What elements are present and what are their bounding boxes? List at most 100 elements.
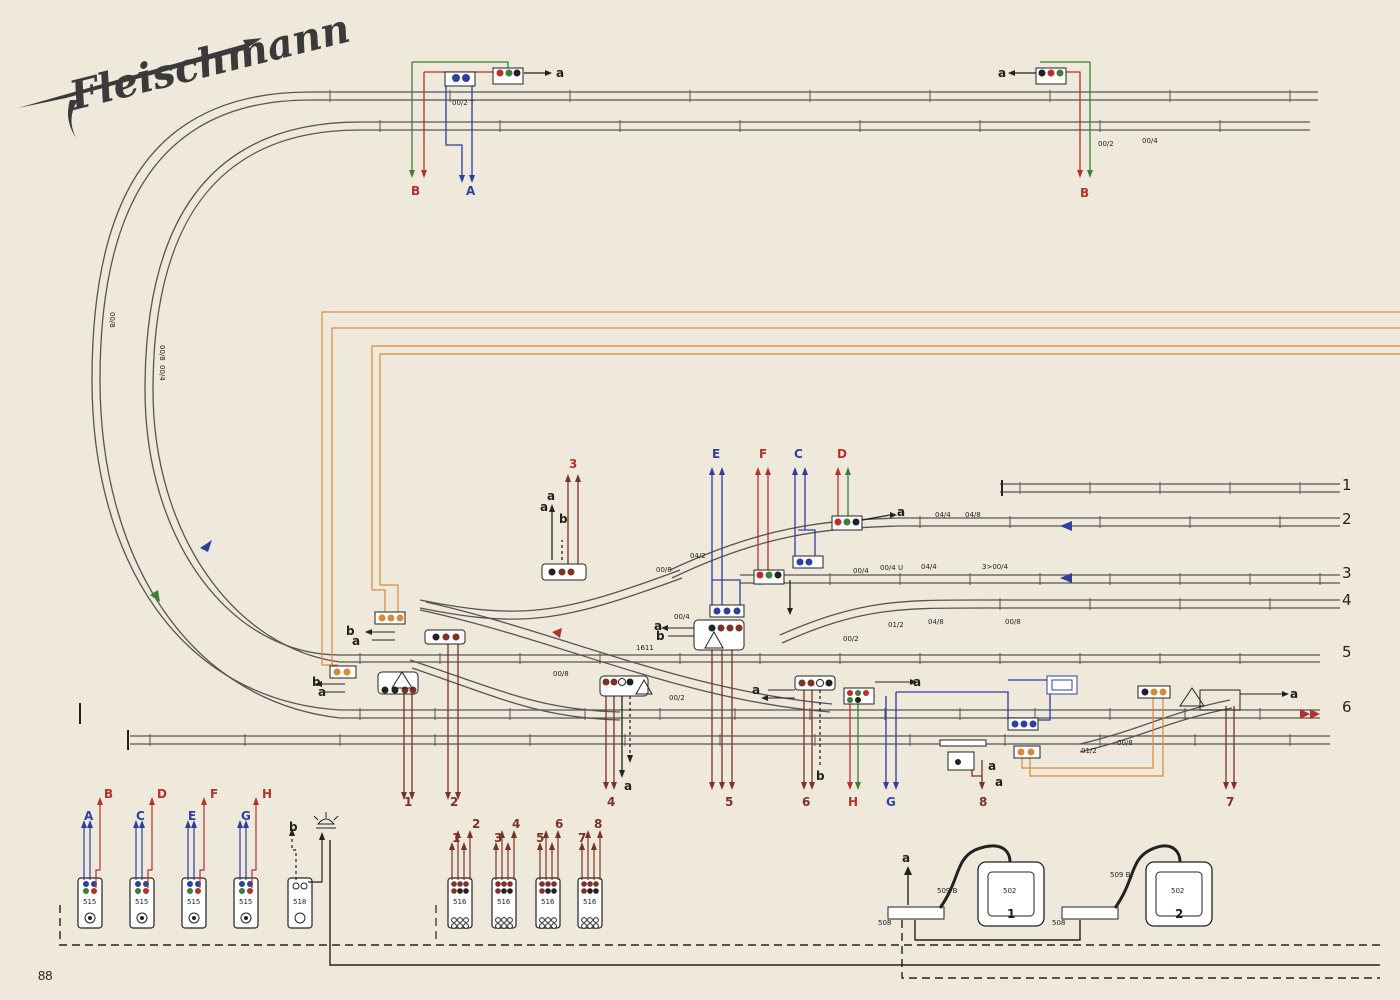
switch-box: 516 [535, 830, 561, 929]
switch-code: 515 [187, 898, 200, 906]
orange-feeder-wires [321, 311, 1400, 777]
panel-label-2: 2 [472, 817, 480, 831]
wire-label-a: a [913, 675, 921, 689]
diagonal-crossover [419, 601, 833, 713]
panel-label-d: D [157, 787, 167, 801]
top-wire-labels: B A B a a [411, 66, 1089, 200]
outer-loop-track-b [99, 99, 1320, 719]
wire-label-b-right: B [1080, 186, 1089, 200]
switch-box: 518 [287, 828, 325, 929]
crossover-lower [409, 659, 621, 721]
upper-wire-arrowheads [549, 467, 851, 615]
track-code: 1611 [636, 644, 654, 652]
track-code: 3>00/4 [982, 563, 1009, 571]
track-code: 00/4 [1142, 137, 1158, 145]
wire-label-h: H [848, 795, 858, 809]
wire-label-b: b [656, 629, 665, 643]
wire-label-b: b [816, 769, 825, 783]
siding-number-5: 5 [1342, 643, 1352, 661]
siding-number-6: 6 [1342, 698, 1352, 716]
transformer-2-model: 509 B [1110, 871, 1131, 879]
brand-logo: Fleischmann [18, 5, 355, 138]
track-code: 04/8 [965, 511, 981, 519]
wire-label-8: 8 [979, 795, 987, 809]
arrow-inner-loop [200, 540, 212, 552]
switch-code: 515 [239, 898, 252, 906]
panel-label-b-small: b [289, 820, 298, 834]
top-signal-components [444, 67, 1067, 87]
brand-name: Fleischmann [64, 5, 354, 120]
track-code: 00/2 [1098, 140, 1114, 148]
arrow-siding-6-a [1300, 709, 1310, 719]
panel-label-5: 5 [536, 831, 544, 845]
switch-box: 515 [181, 797, 207, 929]
track-code: 04/2 [690, 552, 706, 560]
terminal-strip-2-code: 508 [1052, 919, 1065, 927]
panel-label-6: 6 [555, 817, 563, 831]
upper-components [541, 512, 897, 618]
track-code: 00/8 [1005, 618, 1021, 626]
siding-number-1: 1 [1342, 476, 1352, 494]
switch-code: 516 [583, 898, 597, 906]
track-joints [149, 90, 1321, 746]
upper-wire-labels: 3 E F C D a b a [547, 447, 905, 526]
track-code: 00/4 [674, 613, 690, 621]
track-code-labels: 00/2 T 00/2 00/4 00/8 00/8 00/4 04/2 00/… [108, 99, 1158, 755]
top-wire-arrowheads [409, 170, 1093, 183]
transformer-2-code: 502 [1171, 887, 1184, 895]
inner-loop-track-a [144, 121, 1320, 656]
wire-label-a: a [988, 759, 996, 773]
track-code: 00/4 U [880, 564, 903, 572]
panel-label-e: E [188, 809, 196, 823]
ladder-curve-upper [419, 569, 683, 620]
siding-number-labels: 1 2 3 4 5 6 [1342, 476, 1352, 716]
panel-label-a-small: a [902, 851, 910, 865]
upper-junction-wiring [551, 475, 849, 610]
outer-loop-track-a [91, 91, 1320, 711]
arrow-outer-loop [150, 590, 160, 602]
switch-code: 516 [453, 898, 467, 906]
panel-label-4: 4 [512, 817, 520, 831]
lamp-icon [313, 812, 339, 829]
wire-label-a: a [1290, 687, 1298, 701]
wire-label-a: a [654, 619, 662, 633]
switch-code: 518 [293, 898, 306, 906]
inner-loop-track-b [152, 129, 1320, 663]
siding-1-track [1000, 483, 1340, 493]
wire-label-a: a [540, 500, 548, 514]
arrow-siding-6-b [1310, 709, 1320, 719]
panel-label-h: H [262, 787, 272, 801]
wire-label-b: b [312, 675, 321, 689]
switch-code: 516 [497, 898, 511, 906]
wire-label-a: a [624, 779, 632, 793]
transformer-1-number: 1 [1007, 907, 1015, 921]
panel-label-g: G [241, 809, 251, 823]
track-code: 01/2 [888, 621, 904, 629]
signal-output-a-1: a [556, 66, 564, 80]
wire-label-g: G [886, 795, 896, 809]
transformer-1-model: 509 B [937, 887, 958, 895]
wire-label-f: F [759, 447, 767, 461]
wire-label-1: 1 [404, 795, 412, 809]
switch-code: 515 [83, 898, 96, 906]
track-code: 04/4 [921, 563, 937, 571]
wire-label-a: a [897, 505, 905, 519]
track-code: 00/8 [553, 670, 569, 678]
wire-label-6: 6 [802, 795, 810, 809]
siding-number-2: 2 [1342, 510, 1352, 528]
track-code: 00/8 [656, 566, 672, 574]
mid-small-labels: b a b a a b a a a b a a a a [312, 500, 1298, 793]
siding-number-4: 4 [1342, 591, 1352, 609]
signal-output-a-2: a [998, 66, 1006, 80]
transformer-2-number: 2 [1175, 907, 1183, 921]
panel-label-f: F [210, 787, 218, 801]
track-code: 00/4 [853, 567, 869, 575]
panel-label-1: 1 [452, 831, 460, 845]
panel-label-7: 7 [578, 831, 586, 845]
wire-label-a: a [995, 775, 1003, 789]
track-code: 00/8 [158, 345, 166, 361]
track-code: 00/8 [1117, 739, 1133, 747]
siding-4-track [779, 599, 1340, 644]
